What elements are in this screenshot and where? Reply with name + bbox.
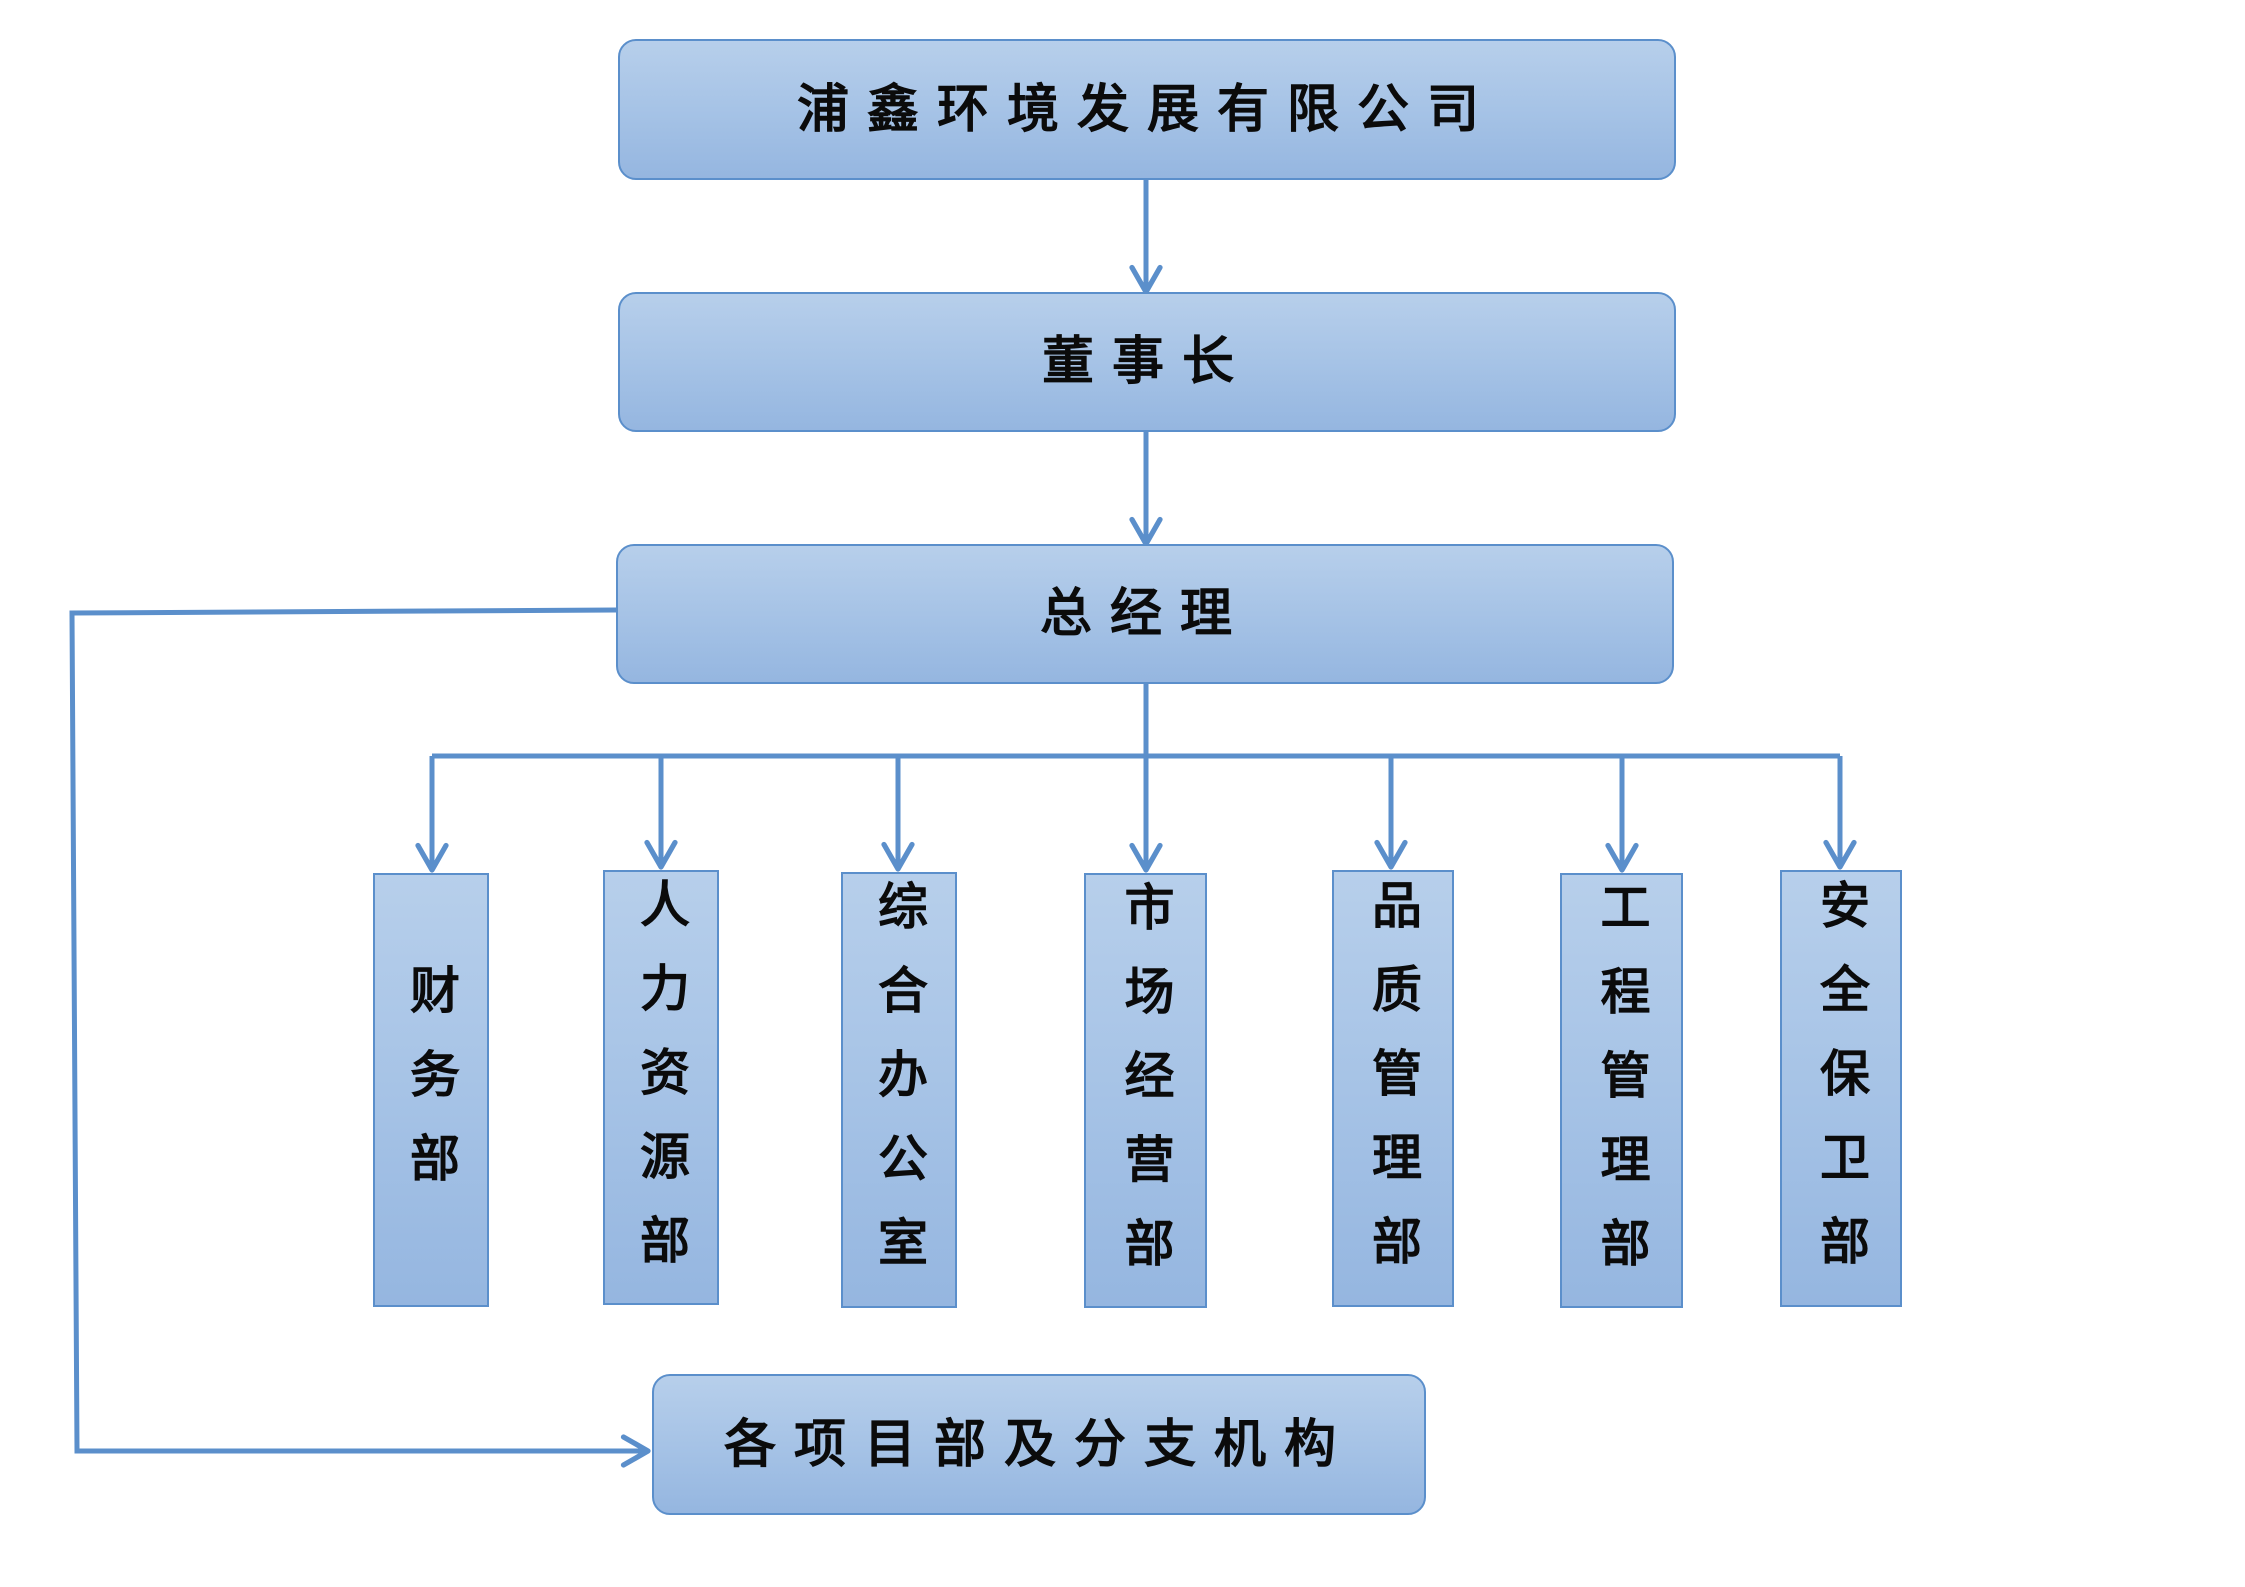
department-box-finance: 财务部 [373,873,489,1307]
company-box: 浦鑫环境发展有限公司 [618,39,1676,180]
department-box-quality-management: 品质管理部 [1332,870,1454,1307]
chairman-label: 董事长 [1041,331,1252,392]
department-label-marketing: 市场经营部 [1116,880,1176,1301]
department-label-security: 安全保卫部 [1812,878,1871,1299]
general-manager-box: 总经理 [616,544,1674,684]
chairman-box: 董事长 [618,292,1676,432]
branches-label: 各项目部及分支机构 [723,1413,1354,1475]
department-label-finance: 财务部 [402,964,461,1216]
department-box-human-resources: 人力资源部 [603,870,719,1305]
department-label-human-resources: 人力资源部 [632,877,691,1298]
department-label-engineering-management: 工程管理部 [1592,880,1652,1301]
department-box-engineering-management: 工程管理部 [1560,873,1683,1308]
general-manager-label: 总经理 [1039,583,1250,644]
branches-box: 各项目部及分支机构 [652,1374,1426,1515]
department-box-security: 安全保卫部 [1780,870,1902,1307]
company-label: 浦鑫环境发展有限公司 [796,78,1497,140]
arrow-general-manager-to-branches [69,607,651,1468]
department-label-quality-management: 品质管理部 [1364,878,1423,1299]
department-label-general-office: 综合办公室 [870,880,929,1300]
department-box-general-office: 综合办公室 [841,872,957,1308]
department-box-marketing: 市场经营部 [1084,873,1207,1308]
